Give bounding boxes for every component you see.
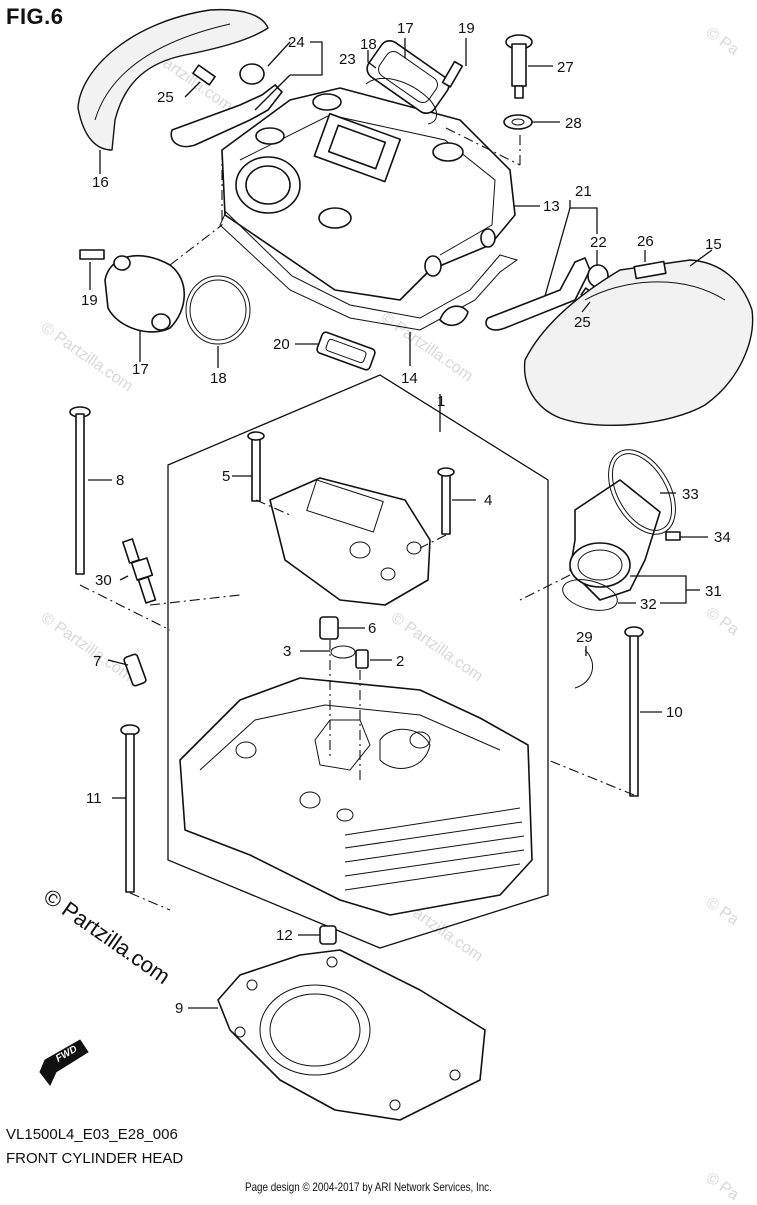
part-18-oring-left — [185, 275, 251, 345]
callout-12: 12 — [276, 927, 293, 944]
callout-16: 16 — [92, 174, 109, 191]
callout-18-top: 18 — [360, 36, 377, 53]
callout-19-left: 19 — [81, 292, 98, 309]
callout-28: 28 — [565, 115, 582, 132]
callout-15: 15 — [705, 236, 722, 253]
callout-17-left: 17 — [132, 361, 149, 378]
callouts: 1 2 3 4 5 6 7 8 9 10 11 12 13 14 15 16 1… — [81, 20, 731, 1017]
part-19-bolt-top — [441, 60, 464, 88]
callout-7: 7 — [93, 653, 101, 670]
callout-30: 30 — [95, 572, 112, 589]
page-credit: Page design © 2004-2017 by ARI Network S… — [245, 1180, 492, 1194]
callout-22: 22 — [590, 234, 607, 251]
callout-25-left: 25 — [157, 89, 174, 106]
callout-31: 31 — [705, 583, 722, 600]
part-26-label — [633, 260, 667, 280]
part-17-cap-top — [366, 39, 450, 115]
callout-26: 26 — [637, 233, 654, 250]
svg-text:© Pa: © Pa — [703, 894, 742, 929]
part-20-gasket — [316, 331, 376, 371]
diagram-title: FRONT CYLINDER HEAD — [6, 1150, 184, 1167]
part-4-bolt — [441, 469, 451, 535]
part-15-cover — [523, 259, 754, 426]
part-19-bolt-left — [79, 249, 105, 260]
part-14-gasket — [219, 211, 519, 331]
part-7-guide — [123, 653, 147, 687]
rocker-housing — [269, 477, 431, 606]
callout-4: 4 — [484, 492, 492, 509]
head-assembly-outline — [167, 374, 549, 949]
part-10-bolt — [624, 626, 644, 797]
callout-2: 2 — [396, 653, 404, 670]
callout-20: 20 — [273, 336, 290, 353]
leader-lines — [88, 38, 713, 1009]
part-5-bolt — [251, 434, 261, 502]
partzilla-logo: © Partzilla.com — [39, 884, 175, 990]
part-24-grommet — [239, 63, 265, 85]
part-21-bracket — [485, 257, 591, 331]
part-33-clamp — [608, 449, 676, 535]
callout-25-right: 25 — [574, 314, 591, 331]
part-8-bolt — [69, 406, 91, 575]
cylinder-head — [179, 677, 533, 916]
callout-6: 6 — [368, 620, 376, 637]
callout-5: 5 — [222, 468, 230, 485]
callout-27: 27 — [557, 59, 574, 76]
part-29-clip — [574, 649, 594, 689]
part-28-washer — [503, 114, 533, 130]
part-9-head-gasket — [217, 949, 486, 1121]
callout-33: 33 — [682, 486, 699, 503]
callout-23: 23 — [339, 51, 356, 68]
svg-text:© Partzilla.com: © Partzilla.com — [38, 609, 136, 685]
part-30-spark-plug — [122, 538, 157, 604]
part-32-oring — [562, 579, 618, 611]
callout-8: 8 — [116, 472, 124, 489]
part-6-dowel — [319, 616, 339, 640]
figure-label: FIG.6 — [6, 4, 64, 29]
callout-9: 9 — [175, 1000, 183, 1017]
callout-24: 24 — [288, 34, 305, 51]
part-2-dowel — [355, 649, 369, 669]
callout-18-left: 18 — [210, 370, 227, 387]
part-34-screw — [665, 531, 681, 541]
part-25-bolt — [192, 64, 216, 86]
callout-17-top: 17 — [397, 20, 414, 37]
callout-34: 34 — [714, 529, 731, 546]
svg-text:© Partzilla.com: © Partzilla.com — [388, 609, 486, 685]
svg-text:© Partzilla.com: © Partzilla.com — [38, 319, 136, 395]
callout-29: 29 — [576, 629, 593, 646]
callout-19-top: 19 — [458, 20, 475, 37]
part-3-oring — [330, 645, 356, 659]
part-13-head-cover — [221, 87, 516, 301]
svg-text:© Pa: © Pa — [703, 604, 742, 639]
svg-text:© Pa: © Pa — [703, 1169, 742, 1200]
callout-21: 21 — [575, 183, 592, 200]
part-18-oring-top — [365, 77, 437, 125]
part-16-shield — [77, 8, 269, 151]
callout-32: 32 — [640, 596, 657, 613]
fwd-arrow-icon: FWD — [39, 1039, 89, 1086]
centerlines — [79, 127, 635, 911]
part-23-bracket — [170, 84, 283, 148]
callout-3: 3 — [283, 643, 291, 660]
callout-10: 10 — [666, 704, 683, 721]
callout-13: 13 — [543, 198, 560, 215]
part-11-bolt — [120, 724, 140, 893]
callout-1: 1 — [437, 393, 445, 410]
callout-14: 14 — [401, 370, 418, 387]
part-12-dowel — [319, 925, 337, 945]
callout-11: 11 — [86, 790, 102, 807]
svg-text:© Pa: © Pa — [703, 24, 742, 59]
diagram-code: VL1500L4_E03_E28_006 — [6, 1126, 178, 1143]
